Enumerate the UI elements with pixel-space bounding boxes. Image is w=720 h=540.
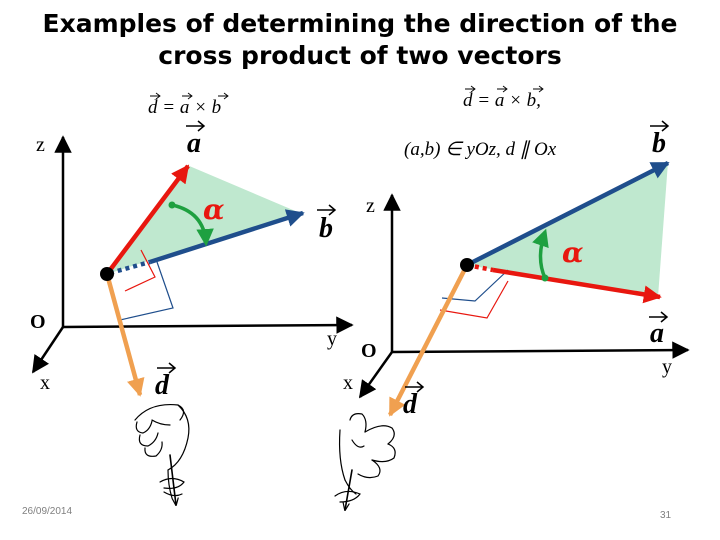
right-x-label: x [343,372,353,394]
left-formula-text: d = a × b [148,97,221,118]
left-vector-b [149,209,305,265]
right-plane [467,162,668,297]
left-y-label: y [327,328,337,350]
right-vector-a [492,267,662,304]
right-label-b-arrow [650,120,670,132]
slide-title: Examples of determining the direction of… [0,8,720,72]
right-angle-arrow-start [541,274,549,282]
left-z-label: z [36,134,45,156]
right-right-angle-b [441,269,509,302]
right-angle-label: α [562,236,584,269]
right-formula-1-text: d = a × b, [463,90,541,111]
left-formula-a-arrow [182,92,193,100]
slide-number: 31 [660,510,672,521]
right-formula-2: (a,b) ∈ yOz, d ∥ Ox [404,139,557,160]
left-origin-label: O [30,311,46,333]
left-right-angle-b [119,261,174,321]
left-vector-a [105,164,190,276]
left-label-a-arrow [186,120,206,132]
left-x-axis [31,326,65,374]
right-label-a-arrow [649,311,669,323]
title-line-1: Examples of determining the direction of… [42,9,678,38]
right-formula-1: d = a × b, [463,85,544,111]
left-label-d-arrow [157,362,177,374]
right-label-b: b [650,120,670,159]
left-label-a: a [186,120,206,159]
right-label-a: a [649,311,669,349]
right-label-d-text: d [403,389,418,420]
left-hand-sketch-icon [134,403,190,505]
right-origin-point [460,258,474,272]
right-x-axis [358,351,394,399]
left-vector-d [104,273,145,397]
left-origin-point [100,267,114,281]
left-label-a-text: a [187,128,201,159]
footer-date: 26/09/2014 [22,506,73,517]
left-angle-arrow-start [168,201,176,209]
left-label-b-arrow [317,204,337,216]
left-angle-label: α [203,193,225,226]
title-line-2: cross product of two vectors [158,41,562,70]
left-right-angle-a [124,249,156,292]
right-vector-d [387,263,470,417]
right-vector-b [465,160,670,268]
left-label-b-text: b [319,213,333,244]
left-formula-b-arrow [218,92,229,100]
right-label-d-arrow [405,381,425,393]
left-figure: d = a × b z y x O [30,92,354,505]
right-figure: d = a × b, (a,b) ∈ yOz, d ∥ Ox z y x O [334,85,690,510]
right-formula-d-arrow [465,85,476,93]
right-right-angle-a [439,280,509,319]
left-label-d: d [155,362,177,401]
left-formula-d-arrow [150,92,161,100]
right-label-d: d [403,381,425,420]
right-formula-a-arrow [497,85,508,93]
right-label-a-text: a [650,318,664,349]
right-hand-sketch-icon [334,413,396,510]
right-formula-2-text: (a,b) ∈ yOz, d ∥ Ox [404,139,557,160]
left-x-label: x [40,372,50,394]
right-angle-arrow [532,228,549,279]
left-label-b: b [317,204,337,244]
left-vector-b-dashed [109,259,151,276]
right-y-axis [391,341,690,359]
right-y-label: y [662,356,672,378]
left-label-d-text: d [155,370,170,401]
right-z-label: z [366,195,375,217]
left-plane [107,165,300,274]
left-formula: d = a × b [148,92,229,118]
right-label-b-text: b [652,128,666,159]
right-origin-label: O [361,340,377,362]
left-angle-arrow [171,203,214,247]
right-formula-b-arrow [533,85,544,93]
left-y-axis [62,316,354,334]
